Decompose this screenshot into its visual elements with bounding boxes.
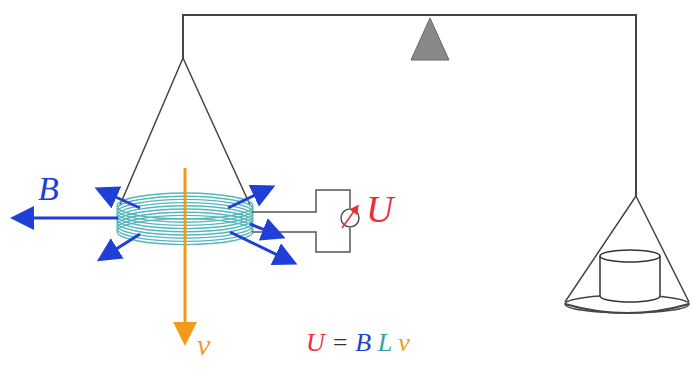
meter-needle: [342, 207, 357, 228]
voltage-label: U: [366, 190, 393, 228]
velocity-arrow: [184, 168, 187, 340]
formula: U = B L v: [306, 330, 410, 356]
balance-beam: [183, 15, 636, 196]
velocity-label: v: [197, 330, 210, 360]
fulcrum: [411, 18, 449, 60]
field-label: B: [38, 172, 59, 206]
weight: [600, 250, 660, 302]
voltmeter-circuit: [252, 190, 359, 252]
right-pan: [565, 196, 689, 313]
